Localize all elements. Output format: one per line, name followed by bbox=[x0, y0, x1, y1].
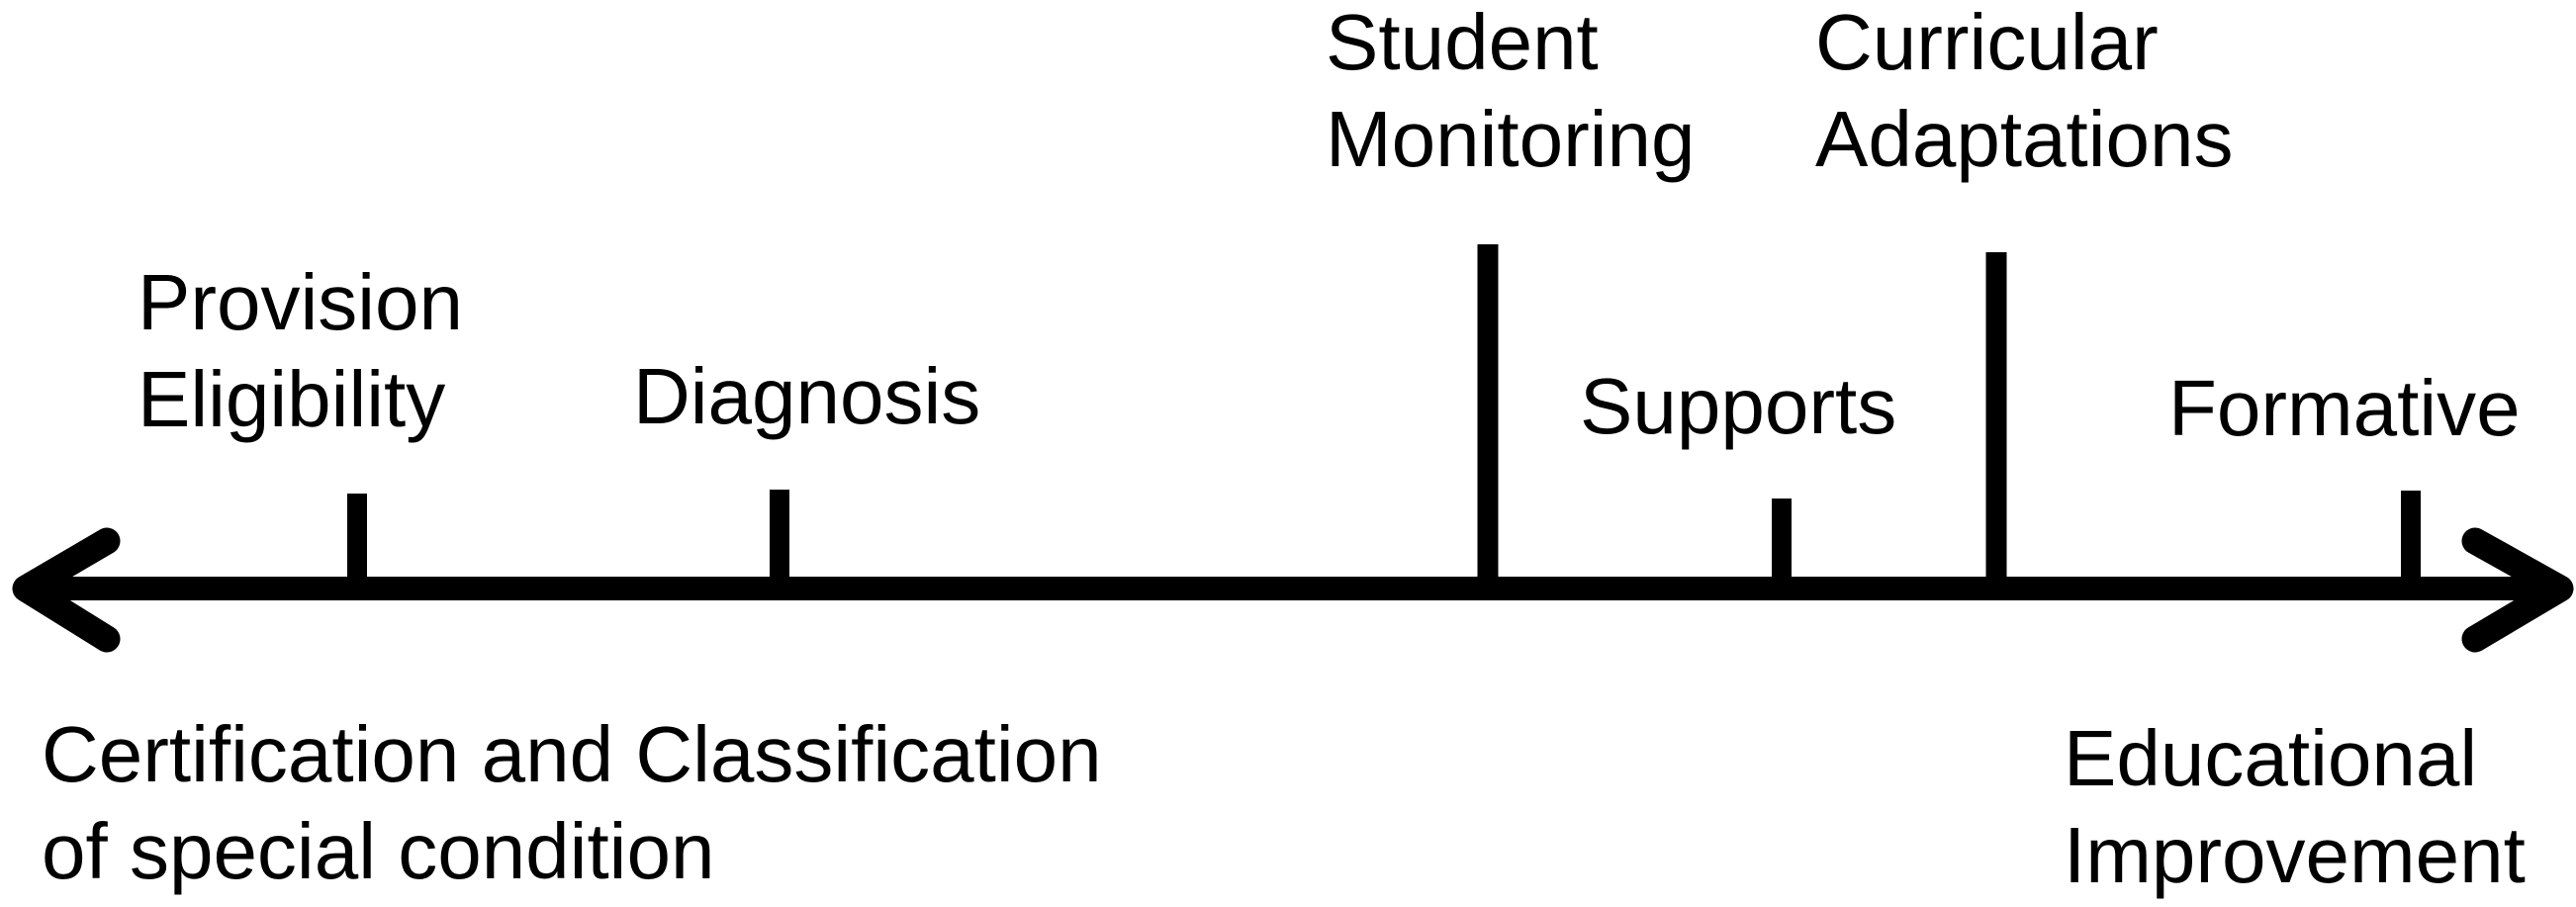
label-supports: Supports bbox=[1580, 362, 1897, 450]
label-student-monitoring-line2: Monitoring bbox=[1326, 95, 1696, 183]
label-certification-classification-line2: of special condition bbox=[42, 807, 715, 895]
label-educational-improvement: Educational Improvement bbox=[2064, 710, 2526, 904]
label-certification-classification-line1: Certification and Classification bbox=[42, 710, 1102, 798]
label-educational-improvement-line1: Educational bbox=[2064, 714, 2478, 802]
label-provision-eligibility-line1: Provision bbox=[138, 258, 464, 346]
label-student-monitoring: Student Monitoring bbox=[1326, 0, 1696, 188]
label-curricular-adaptations: Curricular Adaptations bbox=[1815, 0, 2234, 188]
label-formative: Formative bbox=[2168, 364, 2521, 452]
label-provision-eligibility-line2: Eligibility bbox=[138, 355, 446, 443]
right-arrowhead-icon bbox=[2461, 527, 2574, 653]
label-curricular-adaptations-line2: Adaptations bbox=[1815, 95, 2234, 183]
label-educational-improvement-line2: Improvement bbox=[2064, 811, 2526, 899]
label-certification-classification: Certification and Classification of spec… bbox=[42, 706, 1102, 900]
label-provision-eligibility: Provision Eligibility bbox=[138, 254, 463, 448]
label-diagnosis: Diagnosis bbox=[633, 352, 981, 440]
left-arrowhead-icon bbox=[12, 527, 121, 653]
label-student-monitoring-line1: Student bbox=[1326, 0, 1599, 86]
label-curricular-adaptations-line1: Curricular bbox=[1815, 0, 2159, 86]
